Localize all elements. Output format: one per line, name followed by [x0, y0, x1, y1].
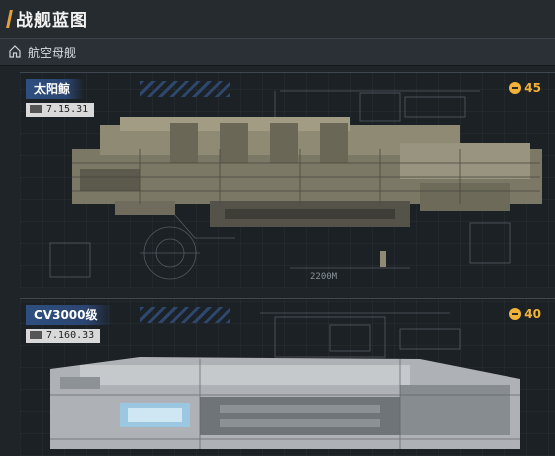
ship-stats: 7.15.31	[26, 103, 95, 117]
ship-card-sun-whale[interactable]: 太阳鲸 7.15.31 45 2200M	[20, 72, 555, 288]
stats-icon	[30, 105, 42, 113]
blueprint-art-1	[49, 90, 542, 280]
home-icon	[9, 45, 21, 58]
ship-stats-value: 7.15.31	[46, 104, 89, 115]
ship-cost: 40	[509, 307, 541, 321]
ship-cost-value: 40	[524, 307, 541, 321]
page-title: 战舰蓝图	[16, 11, 88, 31]
name-stripes	[140, 81, 230, 97]
ship-cost-value: 45	[524, 81, 541, 95]
ship-name: 太阳鲸	[26, 79, 85, 99]
category-bar[interactable]: 航空母舰	[0, 38, 555, 66]
title-accent	[6, 10, 13, 28]
name-stripes	[140, 307, 230, 323]
ship-card-cv3000[interactable]: CV3000级 7.160.33 40	[20, 298, 555, 456]
coin-icon	[509, 82, 522, 94]
stats-icon	[30, 331, 42, 339]
scale-label: 2200M	[310, 272, 338, 282]
ship-name: CV3000级	[26, 305, 112, 325]
blueprint-art-2	[50, 312, 520, 449]
category-label: 航空母舰	[28, 46, 77, 60]
ship-stats: 7.160.33	[26, 329, 101, 343]
ship-stats-value: 7.160.33	[46, 330, 95, 341]
page-header: 战舰蓝图	[0, 0, 555, 38]
coin-icon	[509, 308, 522, 320]
ship-cost: 45	[509, 81, 541, 95]
